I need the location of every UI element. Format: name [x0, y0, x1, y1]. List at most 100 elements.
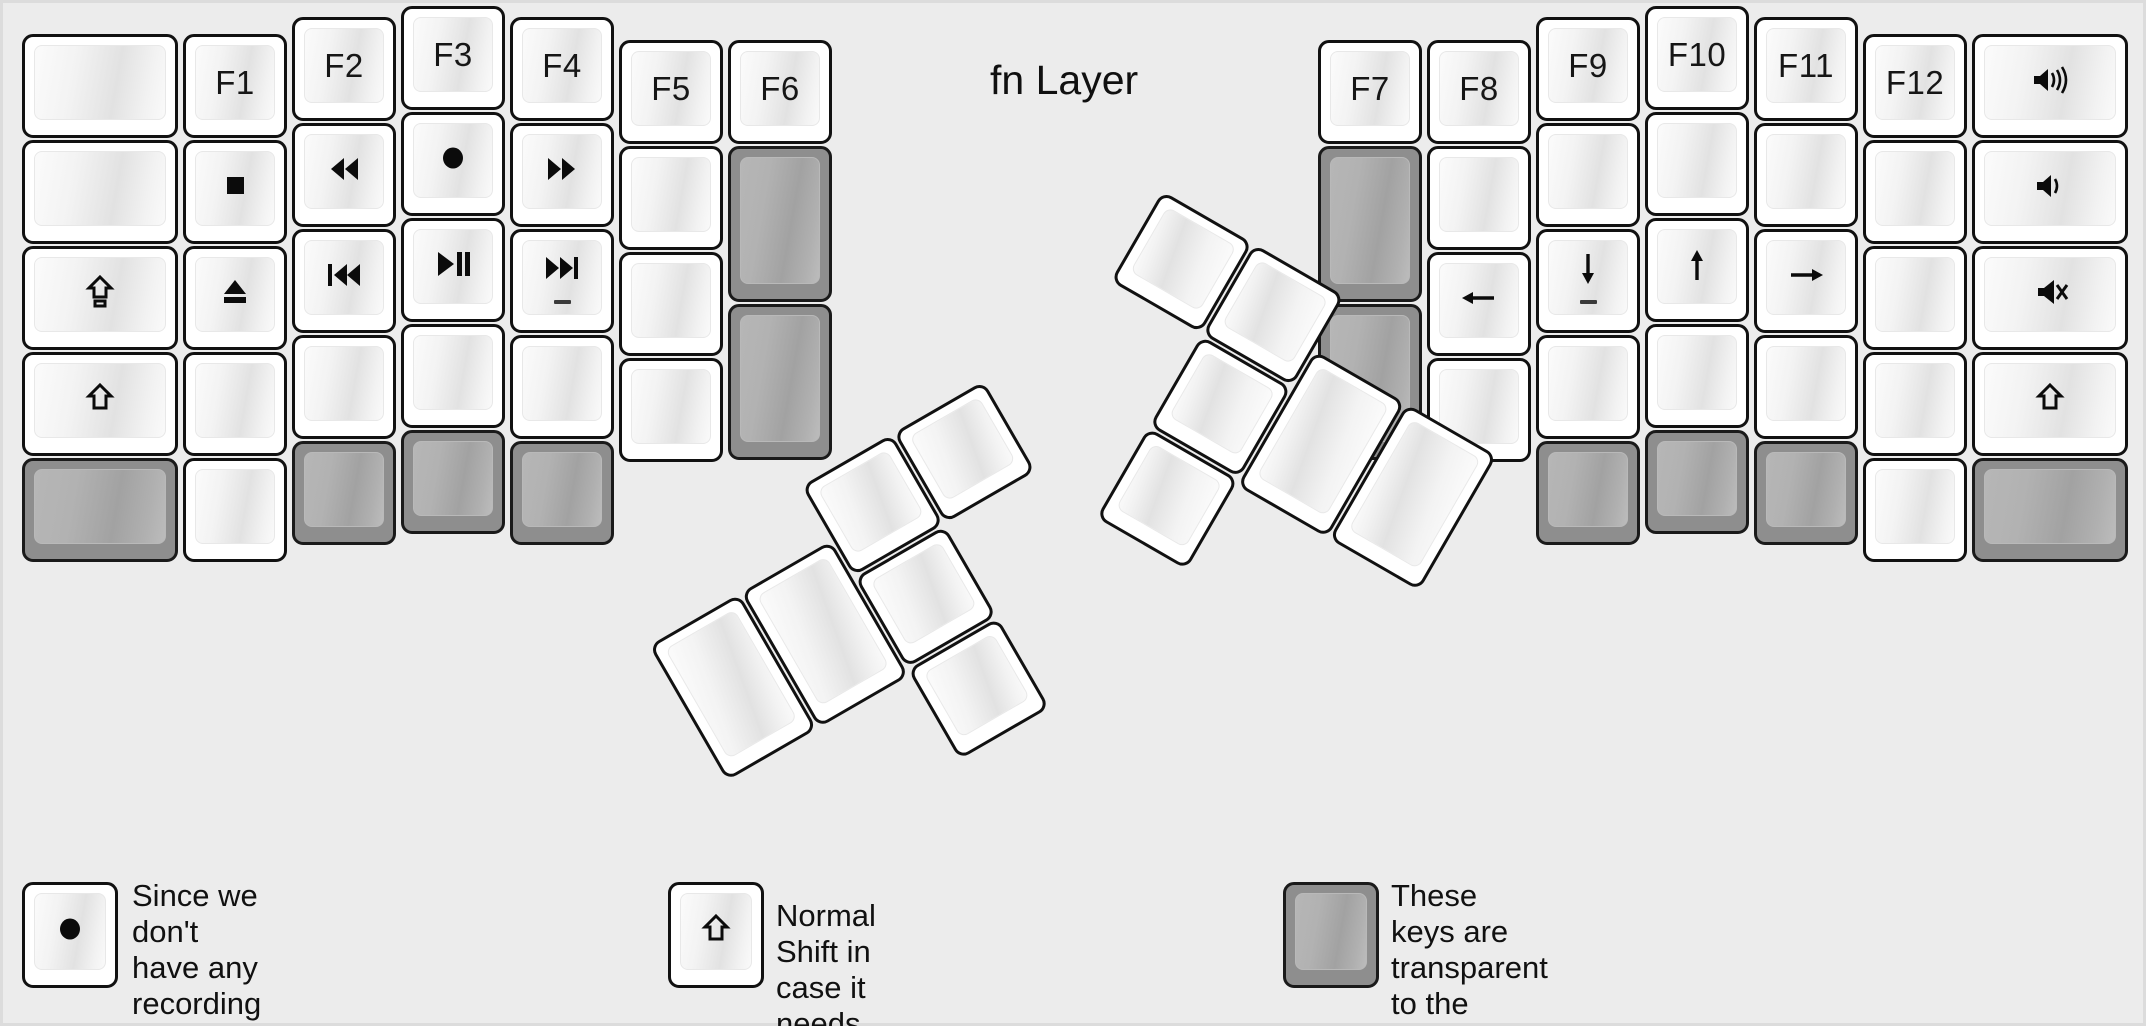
key-media-stop[interactable] — [183, 140, 287, 244]
keycap-face — [1221, 259, 1329, 365]
key-shift[interactable] — [22, 352, 178, 456]
keycap-face — [1439, 263, 1519, 338]
key-play-pause[interactable] — [401, 218, 505, 322]
key-transparent-key[interactable] — [1972, 458, 2128, 562]
keycap-face — [34, 363, 166, 438]
keycap-face — [1766, 346, 1846, 421]
keycap-face: F7 — [1330, 51, 1410, 126]
key-transparent-key[interactable] — [1754, 441, 1858, 545]
key-f1[interactable]: F1 — [183, 34, 287, 138]
volume-down-icon — [2028, 169, 2072, 209]
key-transparent-key[interactable] — [1536, 441, 1640, 545]
key-transparent-key[interactable] — [1318, 146, 1422, 302]
key-rewind[interactable] — [292, 123, 396, 227]
key-blank-key[interactable] — [1536, 123, 1640, 227]
key-media-select-record[interactable] — [401, 112, 505, 216]
key-mute[interactable] — [1972, 246, 2128, 350]
key-blank-key[interactable] — [1754, 123, 1858, 227]
key-f6[interactable]: F6 — [728, 40, 832, 144]
key-blank-key[interactable] — [1863, 140, 1967, 244]
key-blank-key[interactable] — [401, 324, 505, 428]
keycap-face — [304, 452, 384, 527]
keycap-face: F11 — [1766, 28, 1846, 103]
key-f3[interactable]: F3 — [401, 6, 505, 110]
key-blank-key[interactable] — [1645, 112, 1749, 216]
arrow-right-icon — [1784, 258, 1828, 298]
key-f4[interactable]: F4 — [510, 17, 614, 121]
key-shift[interactable] — [1972, 352, 2128, 456]
keycap-face — [34, 45, 166, 120]
keycap-face: F9 — [1548, 28, 1628, 103]
eject-icon — [213, 275, 257, 315]
keycap-face — [413, 123, 493, 198]
keycap-face: F3 — [413, 17, 493, 92]
key-f2[interactable]: F2 — [292, 17, 396, 121]
shift-icon — [2028, 381, 2072, 421]
key-caps-lock[interactable] — [22, 246, 178, 350]
key-fast-forward[interactable] — [510, 123, 614, 227]
key-record-key-sample[interactable] — [22, 882, 118, 988]
keycap-face — [740, 157, 820, 284]
key-blank-key[interactable] — [510, 335, 614, 439]
key-next-track[interactable] — [510, 229, 614, 333]
key-blank-key[interactable] — [1863, 246, 1967, 350]
key-blank-key[interactable] — [1645, 324, 1749, 428]
key-previous-track[interactable] — [292, 229, 396, 333]
keycap-face — [522, 134, 602, 209]
key-f7[interactable]: F7 — [1318, 40, 1422, 144]
key-transparent-key[interactable] — [292, 441, 396, 545]
key-blank-key[interactable] — [1427, 146, 1531, 250]
key-blank-key[interactable] — [22, 34, 178, 138]
key-f9[interactable]: F9 — [1536, 17, 1640, 121]
key-arrow-up[interactable] — [1645, 218, 1749, 322]
key-f12[interactable]: F12 — [1863, 34, 1967, 138]
key-arrow-right[interactable] — [1754, 229, 1858, 333]
key-transparent-key[interactable] — [401, 430, 505, 534]
key-shift-key-sample[interactable] — [668, 882, 764, 988]
key-underbar-marker — [1579, 300, 1597, 304]
key-blank-key[interactable] — [619, 252, 723, 356]
keycap-face — [522, 346, 602, 421]
key-blank-key[interactable] — [183, 352, 287, 456]
key-transparent-key-sample[interactable] — [1283, 882, 1379, 988]
key-blank-key[interactable] — [22, 140, 178, 244]
key-blank-key[interactable] — [1863, 458, 1967, 562]
key-legend-text: F8 — [1459, 70, 1499, 107]
key-transparent-key[interactable] — [22, 458, 178, 562]
key-blank-key[interactable] — [1754, 335, 1858, 439]
key-f5[interactable]: F5 — [619, 40, 723, 144]
keycap-face — [1657, 229, 1737, 304]
key-underbar-marker — [553, 300, 571, 304]
key-volume-down[interactable] — [1972, 140, 2128, 244]
key-volume-up[interactable] — [1972, 34, 2128, 138]
key-f8[interactable]: F8 — [1427, 40, 1531, 144]
keycap-face — [1439, 157, 1519, 232]
keycap-face — [1875, 257, 1955, 332]
key-blank-key[interactable] — [1863, 352, 1967, 456]
key-arrow-down[interactable] — [1536, 229, 1640, 333]
keycap-face — [34, 469, 166, 544]
key-transparent-key[interactable] — [728, 146, 832, 302]
keycap-face — [1657, 335, 1737, 410]
key-transparent-key[interactable] — [510, 441, 614, 545]
keycap-face — [1875, 469, 1955, 544]
shift-key-sample-icon — [694, 912, 738, 952]
key-blank-key[interactable] — [292, 335, 396, 439]
key-blank-key[interactable] — [619, 146, 723, 250]
key-blank-key[interactable] — [1536, 335, 1640, 439]
fast-forward-icon — [540, 152, 584, 192]
keycap-face: F2 — [304, 28, 384, 103]
keycap-face — [740, 315, 820, 442]
key-transparent-key[interactable] — [728, 304, 832, 460]
key-eject[interactable] — [183, 246, 287, 350]
keycap-face — [1984, 363, 2116, 438]
key-f11[interactable]: F11 — [1754, 17, 1858, 121]
record-key-sample-icon — [48, 912, 92, 952]
key-arrow-left[interactable] — [1427, 252, 1531, 356]
key-f10[interactable]: F10 — [1645, 6, 1749, 110]
keycap-face — [34, 257, 166, 332]
key-blank-key[interactable] — [183, 458, 287, 562]
key-transparent-key[interactable] — [1645, 430, 1749, 534]
rewind-icon — [322, 152, 366, 192]
key-blank-key[interactable] — [619, 358, 723, 462]
